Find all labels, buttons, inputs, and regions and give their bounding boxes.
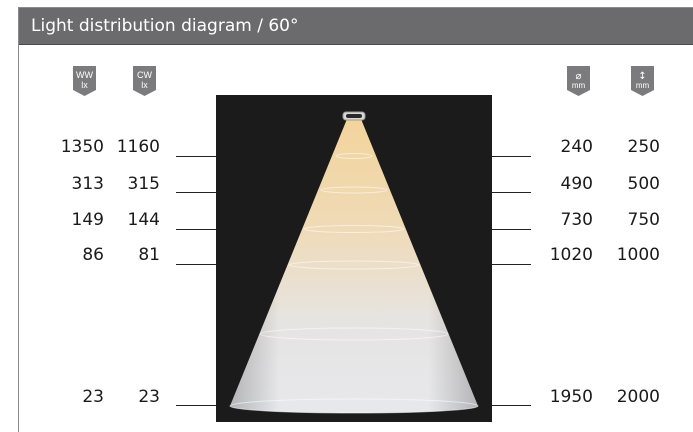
distance-header-top: ↕ <box>638 71 646 82</box>
cw-header-bottom: lx <box>141 80 148 90</box>
row-2-ww-lux: 313 <box>71 174 104 194</box>
row-4-diameter: 1020 <box>549 245 593 265</box>
row-4-ww-lux: 86 <box>82 245 104 265</box>
beam-ring-4 <box>288 260 420 270</box>
row-5-cw-lux: 23 <box>138 387 160 407</box>
beam-ring-1 <box>335 153 373 159</box>
row-1-left-leader <box>176 156 216 157</box>
ww-lux-header-icon: WW lx <box>73 66 96 96</box>
beam-ring-5 <box>259 327 449 341</box>
beam-ring-3 <box>303 225 405 233</box>
ww-header-bottom: lx <box>81 80 88 90</box>
row-3-ww-lux: 149 <box>71 210 104 230</box>
row-2-diameter: 490 <box>560 174 593 194</box>
distance-header-bottom: mm <box>636 81 650 90</box>
row-3-diameter: 730 <box>560 210 593 230</box>
panel-title: Light distribution diagram / 60° <box>19 8 693 44</box>
row-4-right-leader <box>492 264 531 265</box>
row-1-cw-lux: 1160 <box>116 137 160 157</box>
row-1-distance: 250 <box>627 137 660 157</box>
light-cone <box>230 119 478 413</box>
row-5-diameter: 1950 <box>549 387 593 407</box>
row-2-cw-lux: 315 <box>127 174 160 194</box>
row-2-left-leader <box>176 192 216 193</box>
beam-diagram <box>216 95 492 422</box>
row-3-right-leader <box>492 229 531 230</box>
row-4-distance: 1000 <box>616 245 660 265</box>
row-3-left-leader <box>176 229 216 230</box>
row-2-distance: 500 <box>627 174 660 194</box>
row-5-left-leader <box>176 405 216 406</box>
diameter-header-top: ⌀ <box>575 71 581 82</box>
title-divider <box>19 44 693 45</box>
row-2-right-leader <box>492 192 531 193</box>
cw-header-top: CW <box>137 70 152 80</box>
row-5-right-leader <box>492 405 531 406</box>
row-4-left-leader <box>176 264 216 265</box>
ww-header-top: WW <box>76 70 93 80</box>
luminaire-icon <box>342 111 366 121</box>
diameter-header-bottom: mm <box>572 81 586 90</box>
row-5-ww-lux: 23 <box>82 387 104 407</box>
cw-lux-header-icon: CW lx <box>133 66 156 96</box>
row-1-diameter: 240 <box>560 137 593 157</box>
row-4-cw-lux: 81 <box>138 245 160 265</box>
beam-ring-2 <box>320 186 388 194</box>
beam-ring-6 <box>229 398 479 414</box>
row-5-distance: 2000 <box>616 387 660 407</box>
row-3-distance: 750 <box>627 210 660 230</box>
row-3-cw-lux: 144 <box>127 210 160 230</box>
row-1-ww-lux: 1350 <box>60 137 104 157</box>
diameter-mm-header-icon: ⌀ mm <box>567 66 590 96</box>
distance-mm-header-icon: ↕ mm <box>631 66 654 96</box>
row-1-right-leader <box>492 156 531 157</box>
